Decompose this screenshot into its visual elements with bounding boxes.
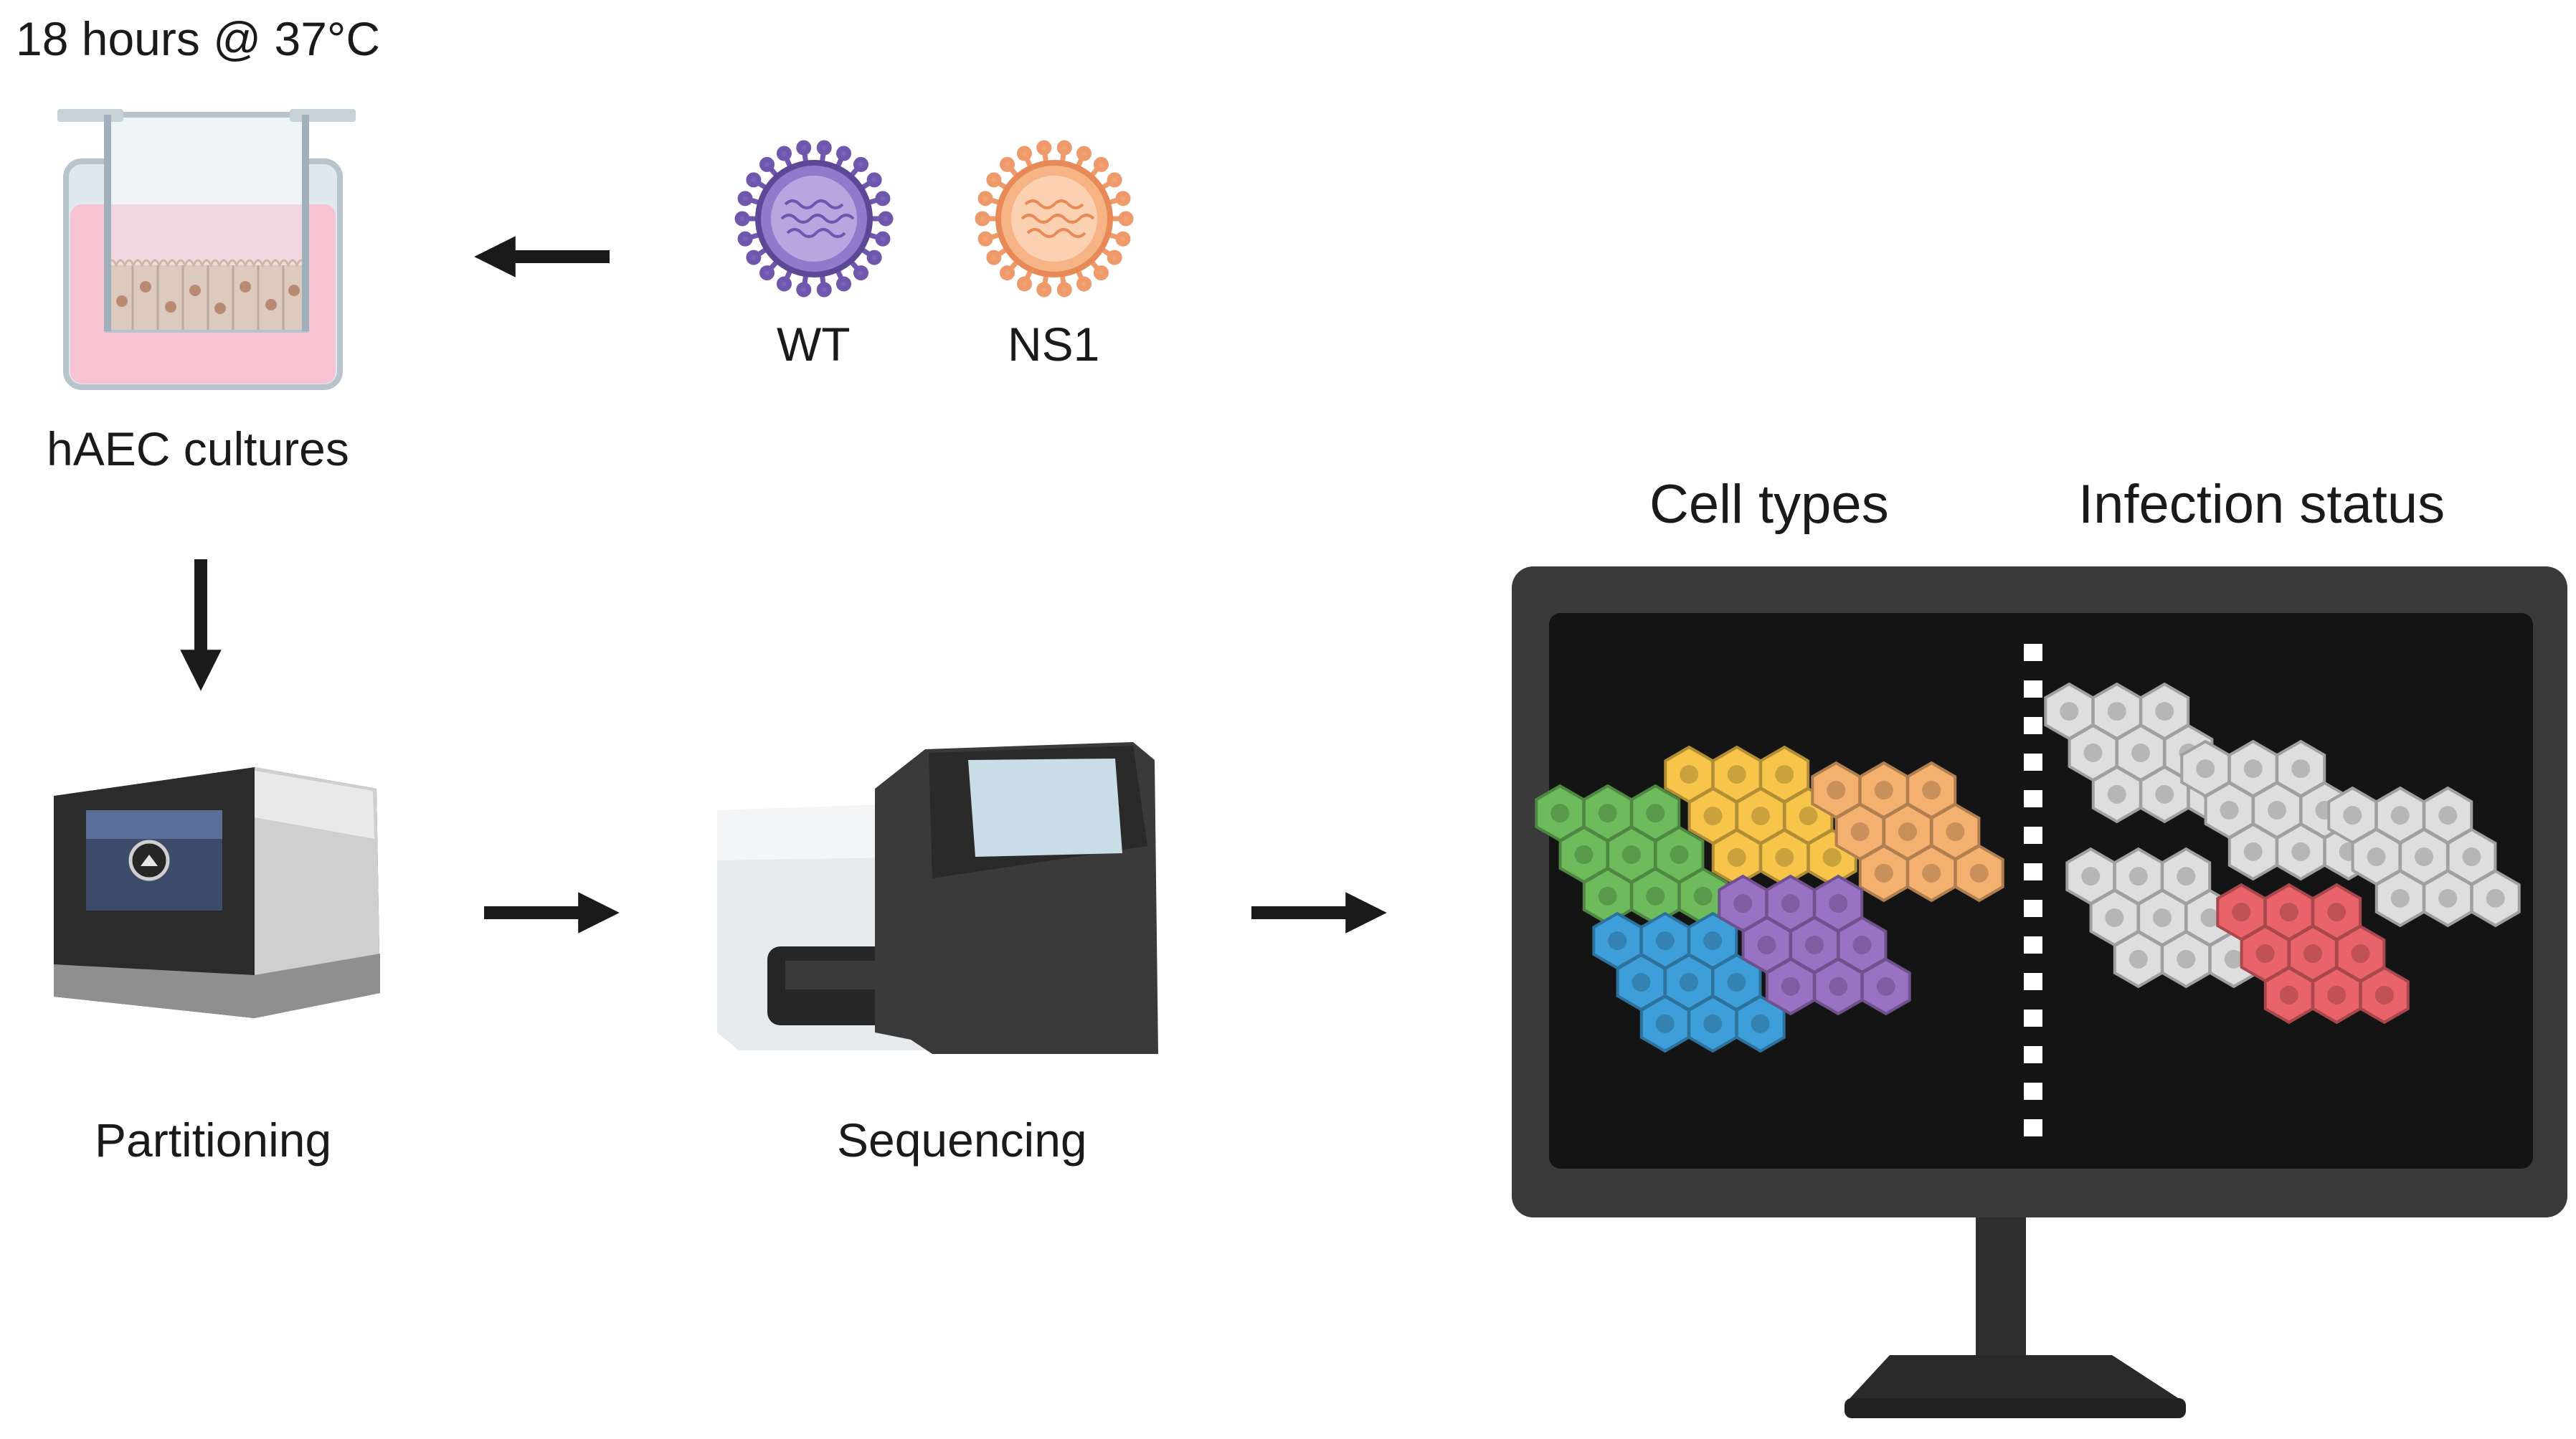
divider-dash: [2024, 717, 2042, 734]
cluster-purple: [1718, 874, 1911, 1016]
uninfected-cluster-3: [2065, 847, 2259, 989]
virus-wt-icon: [734, 140, 894, 298]
divider-dash: [2024, 900, 2042, 917]
cell-types-heading: Cell types: [1649, 474, 1889, 535]
sequencing-label: Sequencing: [837, 1113, 1087, 1167]
cluster-blue: [1592, 911, 1786, 1053]
incubation-label: 18 hours @ 37°C: [16, 12, 380, 65]
divider-dash: [2024, 1046, 2042, 1063]
divider-dash: [2024, 680, 2042, 698]
transwell-icon: [57, 109, 356, 390]
divider-dash: [2024, 827, 2042, 844]
divider-dash: [2024, 754, 2042, 771]
divider-dash: [2024, 790, 2042, 807]
cluster-green: [1535, 784, 1728, 926]
divider-dash: [2024, 1083, 2042, 1100]
divider-dash: [2024, 973, 2042, 990]
virus-wt-label: WT: [777, 318, 851, 371]
virus-ns1-icon: [975, 140, 1134, 298]
culture-label: hAEC cultures: [47, 422, 349, 475]
partitioning-label: Partitioning: [95, 1113, 332, 1167]
sequencer-icon: [717, 742, 1158, 1054]
infected-cluster: [2216, 883, 2410, 1025]
divider-dash: [2024, 863, 2042, 880]
divider-dash: [2024, 936, 2042, 954]
infection-status-heading: Infection status: [2078, 474, 2445, 535]
cluster-yellow: [1664, 745, 1857, 887]
virus-ns1-label: NS1: [1008, 318, 1100, 371]
divider-dash: [2024, 644, 2042, 661]
divider-dash: [2024, 1119, 2042, 1136]
monitor-icon: [1512, 566, 2567, 1418]
partitioning-instrument-icon: [54, 767, 380, 1018]
divider-dash: [2024, 1010, 2042, 1027]
uninfected-cluster-4: [2327, 786, 2521, 928]
cluster-orange: [1811, 761, 2004, 903]
